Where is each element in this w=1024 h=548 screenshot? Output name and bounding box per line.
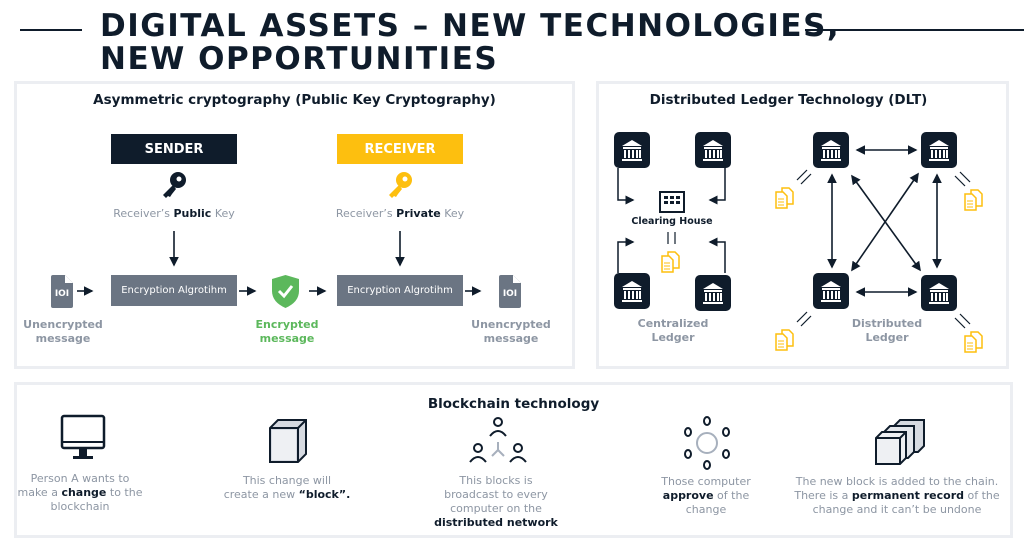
public-key-icon <box>163 172 186 198</box>
bank-icon <box>813 132 849 168</box>
bank-icon <box>695 275 731 311</box>
bank-icon <box>813 273 849 309</box>
consensus-icon <box>684 416 730 470</box>
network-icon <box>469 417 527 463</box>
private-key-icon <box>389 172 412 198</box>
blockchain-panel <box>14 382 1013 538</box>
dlt-panel <box>596 81 1009 369</box>
step-5-text: The new block is added to the chain.Ther… <box>794 475 1000 516</box>
page-title: DIGITAL ASSETS – NEW TECHNOLOGIES,NEW OP… <box>100 8 841 77</box>
bank-icon <box>921 275 957 311</box>
dlt-title: Distributed Ledger Technology (DLT) <box>649 92 928 108</box>
decryption-algorithm-box: Encryption Algrotihm <box>337 275 463 306</box>
document-icon <box>499 275 521 308</box>
private-key-label: Receiver’s Private Key <box>335 207 465 220</box>
public-key-label: Receiver’s Public Key <box>113 207 235 220</box>
document-glyph: IOI <box>54 289 70 299</box>
clearing-house-label: Clearing House <box>631 216 713 227</box>
document-glyph: IOI <box>502 289 518 299</box>
bank-icon <box>921 132 957 168</box>
chain-icon <box>875 419 925 465</box>
bank-icon <box>614 273 650 309</box>
clearing-house-icon <box>659 191 685 213</box>
crypto-title: Asymmetric cryptography (Public Key Cryp… <box>93 92 496 108</box>
crypto-panel <box>14 81 575 369</box>
title-rule-left <box>20 29 82 31</box>
title-rule-right <box>805 29 1024 31</box>
bank-icon <box>614 132 650 168</box>
document-icon <box>51 275 73 308</box>
block-icon <box>269 419 307 463</box>
encryption-algorithm-box: Encryption Algrotihm <box>111 275 237 306</box>
receiver-label: RECEIVER <box>337 134 463 164</box>
sender-label: SENDER <box>111 134 237 164</box>
shield-check-icon <box>272 275 299 308</box>
bank-icon <box>695 132 731 168</box>
monitor-icon <box>60 414 106 459</box>
blockchain-title: Blockchain technology <box>427 396 600 412</box>
